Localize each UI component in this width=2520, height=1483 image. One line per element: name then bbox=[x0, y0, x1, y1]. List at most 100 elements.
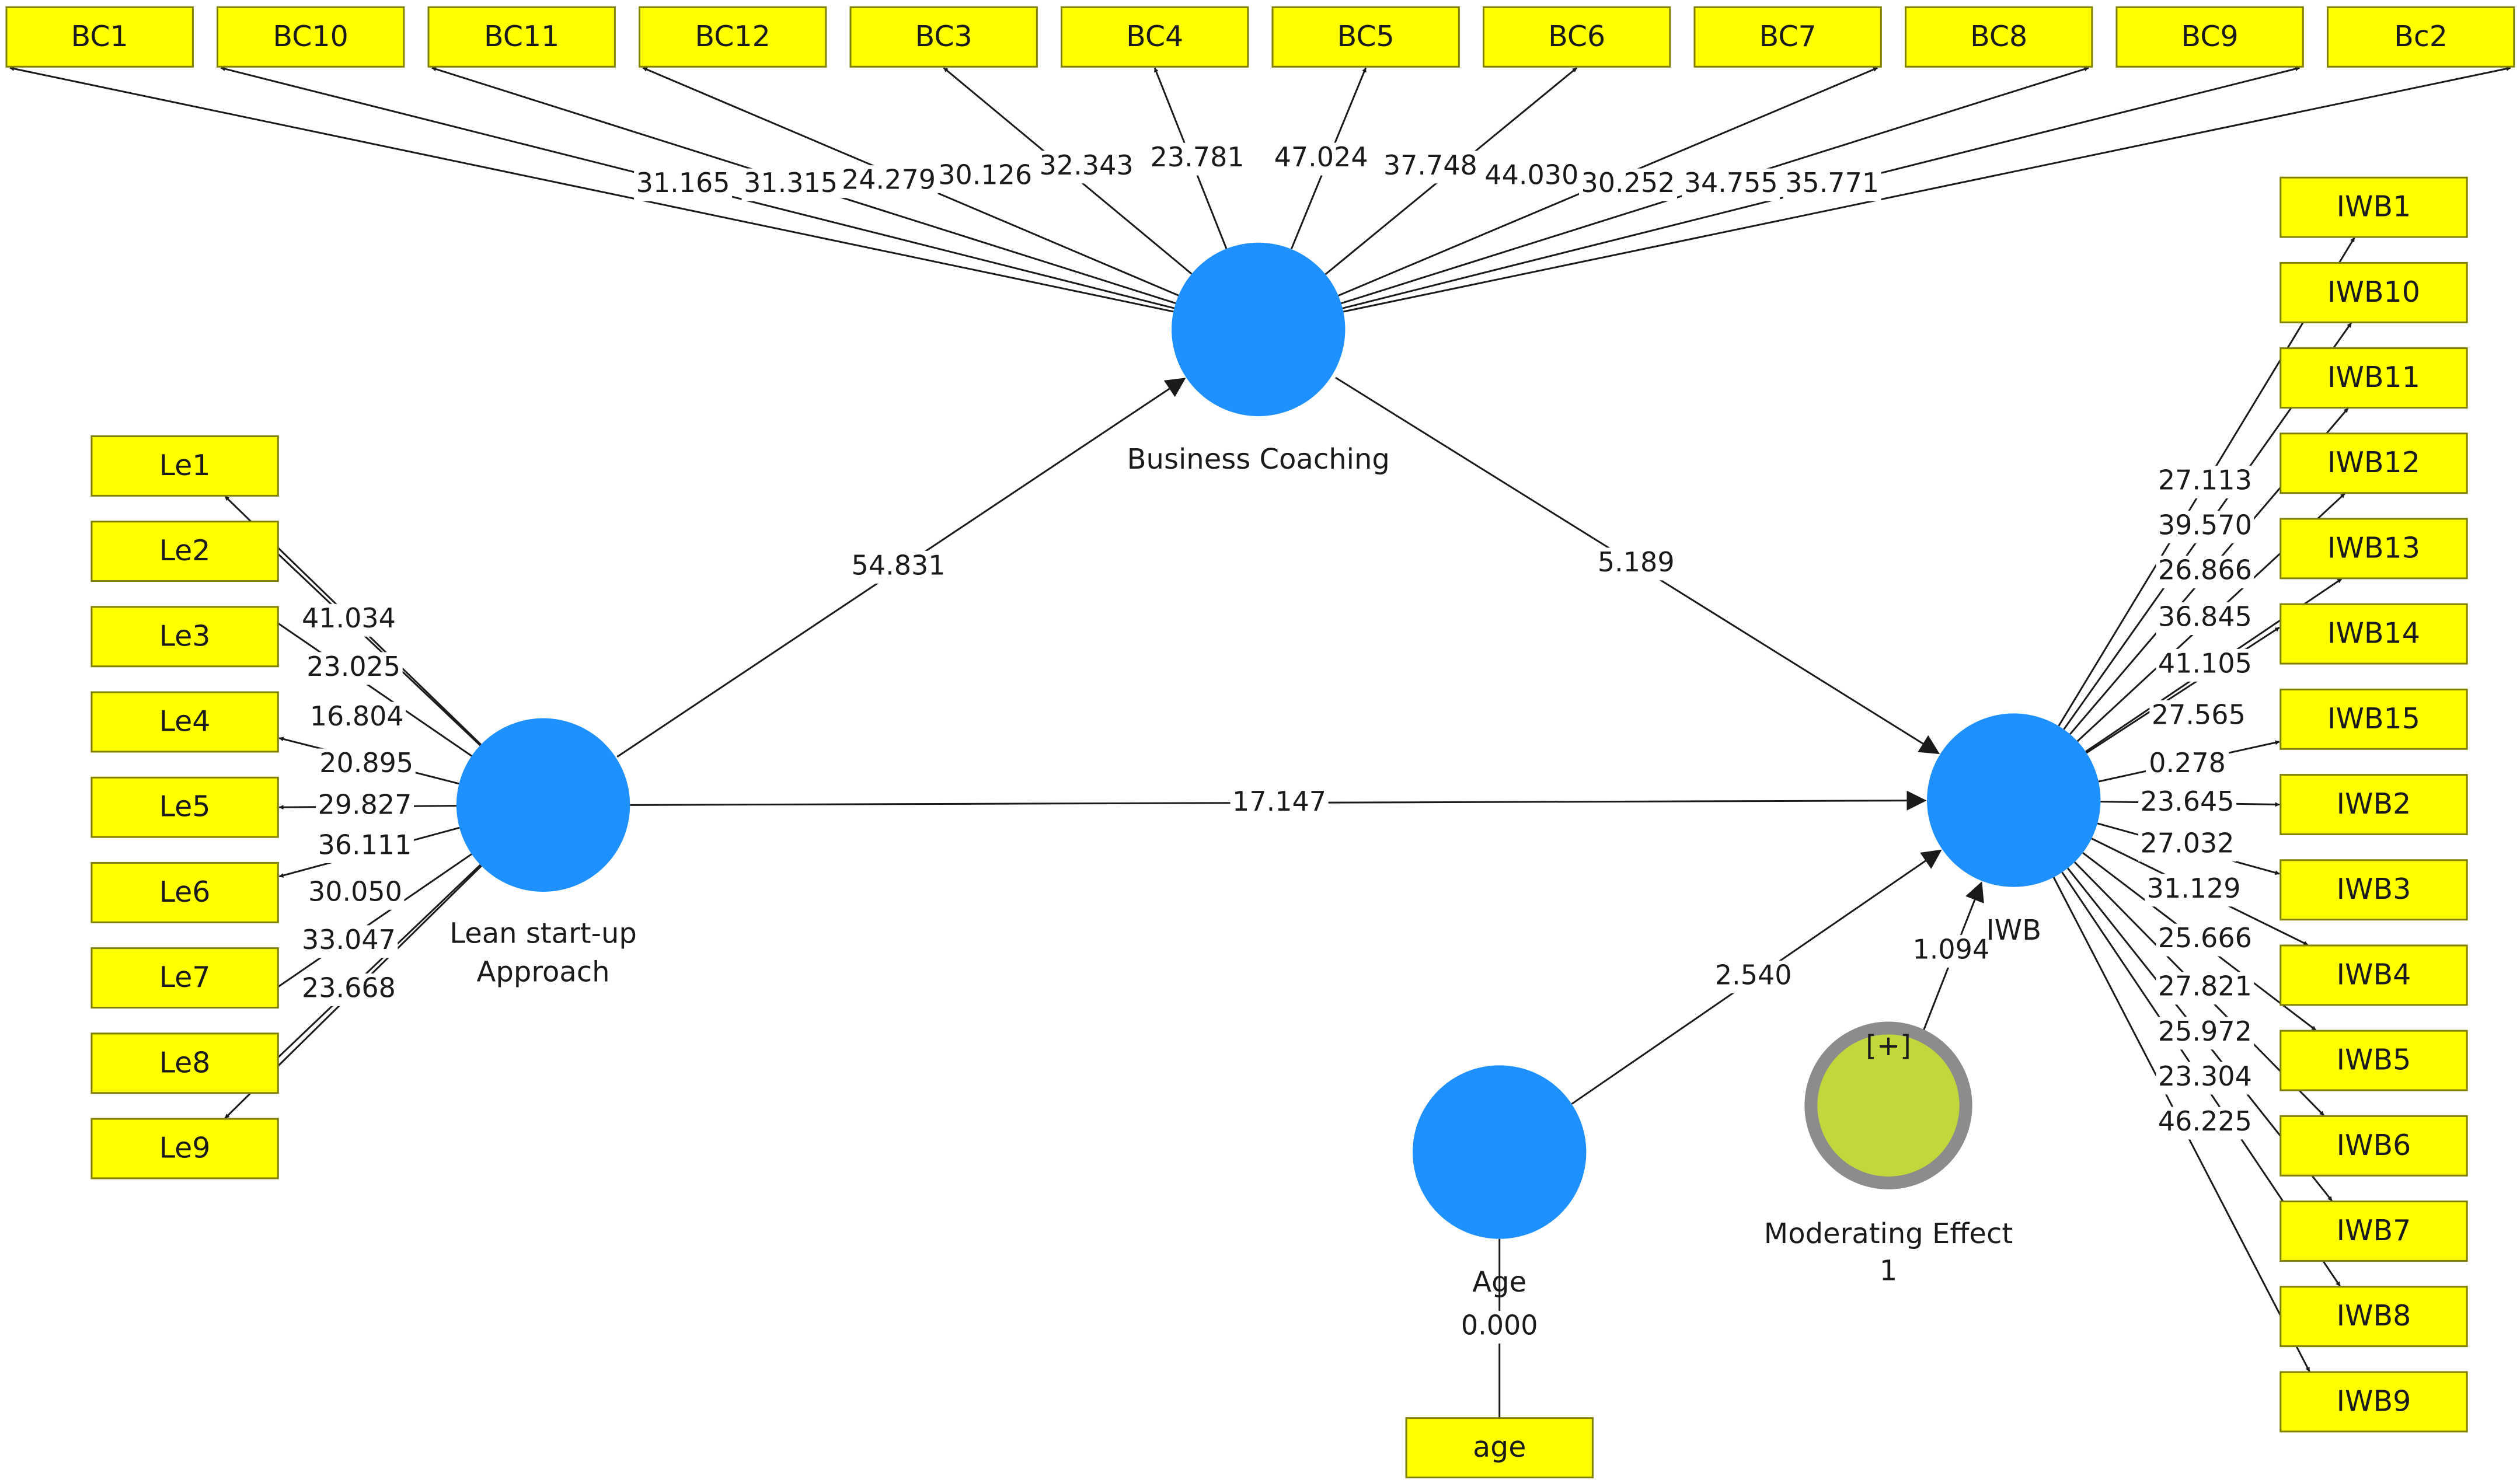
bc-indicator-bc8[interactable]: BC8 bbox=[1904, 6, 2093, 68]
path-label-bc-to-iwb-bg bbox=[1594, 547, 1678, 581]
iwb-indicator-iwb7-box bbox=[2279, 1201, 2468, 1262]
lean-loading-le1: 41.034 bbox=[299, 602, 398, 637]
bc-loading-bc4-bg bbox=[1148, 142, 1247, 176]
iwb-indicator-iwb2[interactable]: IWB2 bbox=[2279, 774, 2468, 835]
path-label-bc-to-iwb: 5.189 bbox=[1594, 546, 1678, 581]
iwb-loading-iwb15-text: 0.278 bbox=[2149, 747, 2226, 779]
lean-loading-le7-text: 30.050 bbox=[308, 875, 402, 907]
bc-loading-bc2-text: 35.771 bbox=[1785, 167, 1879, 198]
bc-indicator-bc2[interactable]: Bc2 bbox=[2326, 6, 2515, 68]
iwb-indicator-iwb13-box bbox=[2279, 518, 2468, 580]
bc-loading-bc6: 37.748 bbox=[1381, 149, 1480, 184]
lean-loading-le4-bg bbox=[317, 748, 416, 781]
iwb-indicator-iwb12[interactable]: IWB12 bbox=[2279, 432, 2468, 494]
bc-loading-bc2: 35.771 bbox=[1783, 167, 1881, 201]
age-indicator-age[interactable]: age bbox=[1405, 1417, 1594, 1479]
bc-loading-bc8-bg bbox=[1578, 168, 1677, 201]
bc-indicator-bc6-label: BC6 bbox=[1548, 20, 1605, 53]
lean-indicator-le3[interactable]: Le3 bbox=[90, 606, 279, 668]
lean-indicator-le1-label: Le1 bbox=[159, 449, 211, 482]
age-indicator-age-label: age bbox=[1473, 1430, 1526, 1464]
lean-indicator-le7-label: Le7 bbox=[159, 961, 211, 994]
lean-loading-le6: 36.111 bbox=[315, 829, 414, 863]
lean-indicator-le8[interactable]: Le8 bbox=[90, 1032, 279, 1094]
bc-indicator-bc4[interactable]: BC4 bbox=[1060, 6, 1249, 68]
bc-indicator-bc6[interactable]: BC6 bbox=[1482, 6, 1671, 68]
lean-indicator-le2-box bbox=[90, 521, 279, 582]
lean-indicator-le6[interactable]: Le6 bbox=[90, 861, 279, 923]
age-loading-label-text: 0.000 bbox=[1461, 1310, 1538, 1341]
iwb-indicator-iwb1[interactable]: IWB1 bbox=[2279, 176, 2468, 238]
iwb-indicator-iwb5-label: IWB5 bbox=[2337, 1044, 2411, 1077]
lean-loading-le7: 30.050 bbox=[306, 875, 405, 910]
path-label-lean-to-iwb: 17.147 bbox=[1230, 786, 1329, 820]
iwb-loading-iwb8: 23.304 bbox=[2156, 1060, 2254, 1095]
iwb-indicator-iwb13[interactable]: IWB13 bbox=[2279, 518, 2468, 580]
construct-age[interactable] bbox=[1413, 1065, 1587, 1239]
iwb-indicator-iwb10[interactable]: IWB10 bbox=[2279, 261, 2468, 323]
iwb-indicator-iwb7[interactable]: IWB7 bbox=[2279, 1201, 2468, 1262]
iwb-indicator-iwb5-box bbox=[2279, 1030, 2468, 1091]
iwb-indicator-iwb4[interactable]: IWB4 bbox=[2279, 944, 2468, 1006]
iwb-indicator-iwb3[interactable]: IWB3 bbox=[2279, 859, 2468, 921]
iwb-loading-iwb15: 0.278 bbox=[2146, 747, 2229, 781]
bc-indicator-bc5[interactable]: BC5 bbox=[1271, 6, 1460, 68]
iwb-indicator-iwb2-label: IWB2 bbox=[2337, 787, 2411, 821]
iwb-indicator-iwb5[interactable]: IWB5 bbox=[2279, 1030, 2468, 1091]
iwb-loading-iwb11-text: 26.866 bbox=[2158, 554, 2252, 586]
iwb-indicator-iwb15[interactable]: IWB15 bbox=[2279, 688, 2468, 750]
bc-indicator-bc3-box bbox=[849, 6, 1038, 68]
bc-loading-bc11: 24.279 bbox=[839, 164, 938, 198]
iwb-indicator-iwb14-box bbox=[2279, 603, 2468, 665]
iwb-indicator-iwb14[interactable]: IWB14 bbox=[2279, 603, 2468, 665]
construct-business-coaching[interactable] bbox=[1172, 242, 1346, 417]
bc-indicator-bc1[interactable]: BC1 bbox=[5, 6, 194, 68]
iwb-indicator-iwb1-label: IWB1 bbox=[2337, 190, 2411, 224]
lean-indicator-le4[interactable]: Le4 bbox=[90, 691, 279, 753]
bc-indicator-bc10[interactable]: BC10 bbox=[217, 6, 405, 68]
bc-indicator-bc12[interactable]: BC12 bbox=[638, 6, 827, 68]
iwb-indicator-iwb9[interactable]: IWB9 bbox=[2279, 1371, 2468, 1433]
construct-label-age: Age bbox=[1472, 1266, 1526, 1299]
lean-indicator-le5[interactable]: Le5 bbox=[90, 776, 279, 838]
iwb-indicator-iwb6[interactable]: IWB6 bbox=[2279, 1115, 2468, 1177]
construct-label-moderating-effect-line1: Moderating Effect bbox=[1764, 1217, 2013, 1250]
lean-indicator-le1-box bbox=[90, 435, 279, 497]
lean-loading-le5-text: 29.827 bbox=[318, 789, 412, 821]
age-loading-label: 0.000 bbox=[1458, 1310, 1541, 1344]
bc-indicator-bc4-box bbox=[1060, 6, 1249, 68]
bc-loading-arrow-bc1 bbox=[9, 66, 1174, 313]
iwb-indicator-iwb6-label: IWB6 bbox=[2337, 1129, 2411, 1162]
bc-indicator-bc11[interactable]: BC11 bbox=[427, 6, 616, 68]
bc-indicator-bc9[interactable]: BC9 bbox=[2115, 6, 2304, 68]
iwb-indicator-iwb11[interactable]: IWB11 bbox=[2279, 347, 2468, 409]
lean-indicator-le6-box bbox=[90, 861, 279, 923]
construct-moderating-effect[interactable] bbox=[1804, 1021, 1972, 1189]
construct-label-business-coaching: Business Coaching bbox=[1127, 443, 1390, 476]
bc-loading-bc6-bg bbox=[1381, 151, 1480, 184]
lean-loading-le9: 23.668 bbox=[299, 972, 398, 1006]
lean-indicator-le2-label: Le2 bbox=[159, 534, 211, 567]
moderating-effect-expand-toggle[interactable]: [+] bbox=[1866, 1030, 1911, 1062]
bc-loading-bc1: 31.165 bbox=[634, 167, 733, 201]
iwb-loading-iwb4-text: 31.129 bbox=[2147, 873, 2241, 904]
path-label-lean-to-bc-bg bbox=[849, 550, 948, 584]
lean-indicator-le1[interactable]: Le1 bbox=[90, 435, 279, 497]
construct-label-moderating-effect-line2: 1 bbox=[1880, 1255, 1898, 1287]
lean-loading-le8-text: 33.047 bbox=[302, 924, 396, 955]
construct-iwb[interactable] bbox=[1927, 713, 2101, 887]
lean-indicator-le2[interactable]: Le2 bbox=[90, 521, 279, 582]
construct-lean-startup[interactable] bbox=[456, 718, 630, 892]
bc-indicator-bc3[interactable]: BC3 bbox=[849, 6, 1038, 68]
iwb-indicator-iwb8[interactable]: IWB8 bbox=[2279, 1286, 2468, 1348]
bc-indicator-bc3-label: BC3 bbox=[915, 20, 973, 53]
lean-indicator-le9[interactable]: Le9 bbox=[90, 1118, 279, 1180]
lean-loading-le4-text: 20.895 bbox=[319, 747, 413, 779]
iwb-indicator-iwb3-label: IWB3 bbox=[2337, 873, 2411, 906]
iwb-indicator-iwb6-box bbox=[2279, 1115, 2468, 1177]
bc-indicator-bc8-box bbox=[1904, 6, 2093, 68]
bc-indicator-bc7[interactable]: BC7 bbox=[1693, 6, 1882, 68]
lean-indicator-le7[interactable]: Le7 bbox=[90, 947, 279, 1009]
